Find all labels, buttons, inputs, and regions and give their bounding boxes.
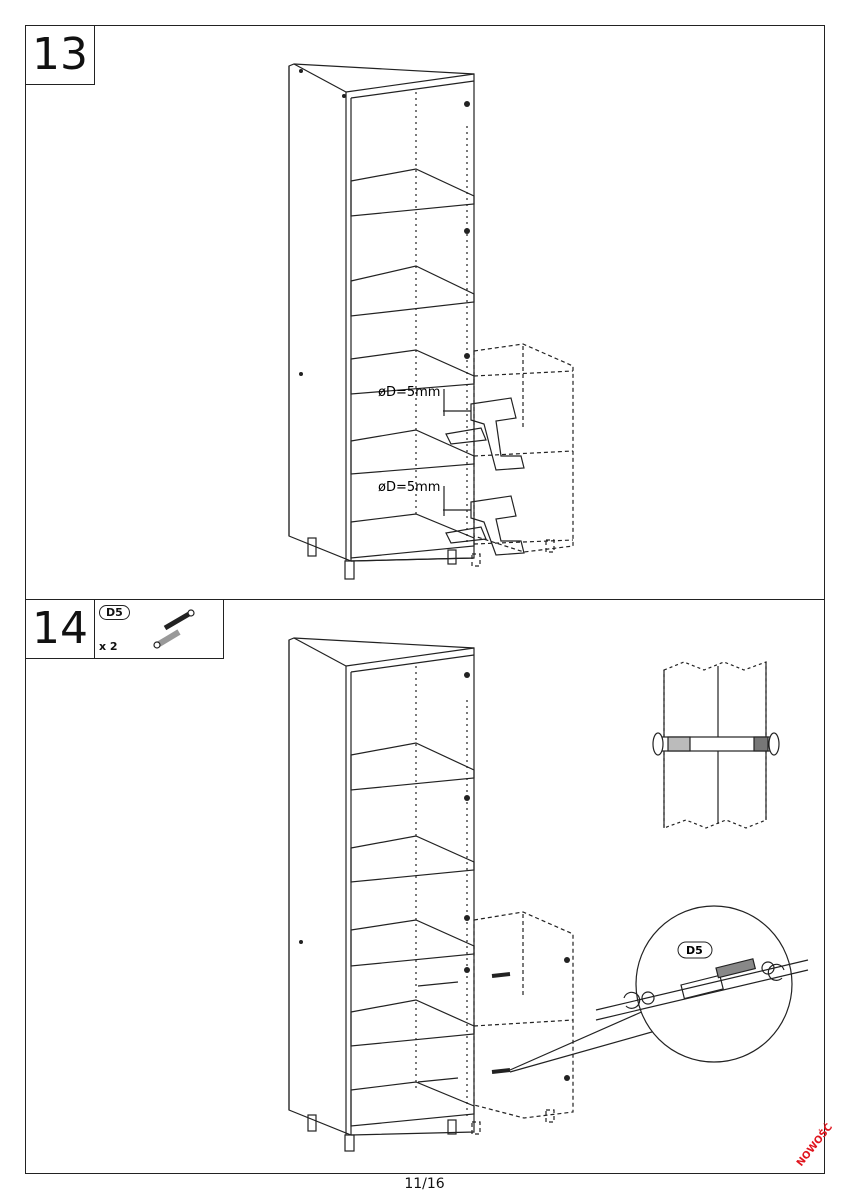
connector-screw-upper [417, 972, 511, 987]
detail-magnifier [595, 905, 809, 1063]
screw-and-sleeve-icon [153, 609, 195, 649]
drill-diameter-label-lower: øD=5mm [378, 480, 440, 495]
step-14-illustration: D5 [288, 637, 809, 1152]
tall-cabinet-illustration [288, 637, 475, 1152]
base-cabinet-illustration [471, 911, 574, 1135]
hinge-marks [299, 69, 470, 376]
shelves [350, 742, 475, 1127]
connector-cross-section [652, 661, 780, 829]
clamp-upper [445, 427, 487, 445]
detail-part-code: D5 [686, 944, 703, 957]
step-number: 14 [26, 600, 95, 659]
part-code: D5 [99, 605, 130, 620]
connector-screw-lower [417, 1068, 511, 1083]
step-number: 13 [26, 26, 95, 85]
drill-upper [443, 397, 525, 471]
base-cabinet-illustration [471, 343, 574, 567]
clamp-lower [445, 526, 487, 544]
step-14-panel: 14 D5 x 2 [25, 599, 825, 1174]
drill-diameter-label-upper: øD=5mm [378, 385, 440, 400]
parts-box: D5 x 2 [93, 600, 224, 659]
tall-cabinet-illustration [288, 63, 475, 580]
step-13-panel: 13 [25, 25, 825, 600]
hinge-marks [299, 672, 570, 1081]
step-13-illustration: øD=5mm øD=5mm [288, 63, 574, 580]
part-quantity: x 2 [99, 640, 118, 653]
drill-lower [443, 495, 525, 556]
page-number: 11/16 [404, 1176, 445, 1192]
